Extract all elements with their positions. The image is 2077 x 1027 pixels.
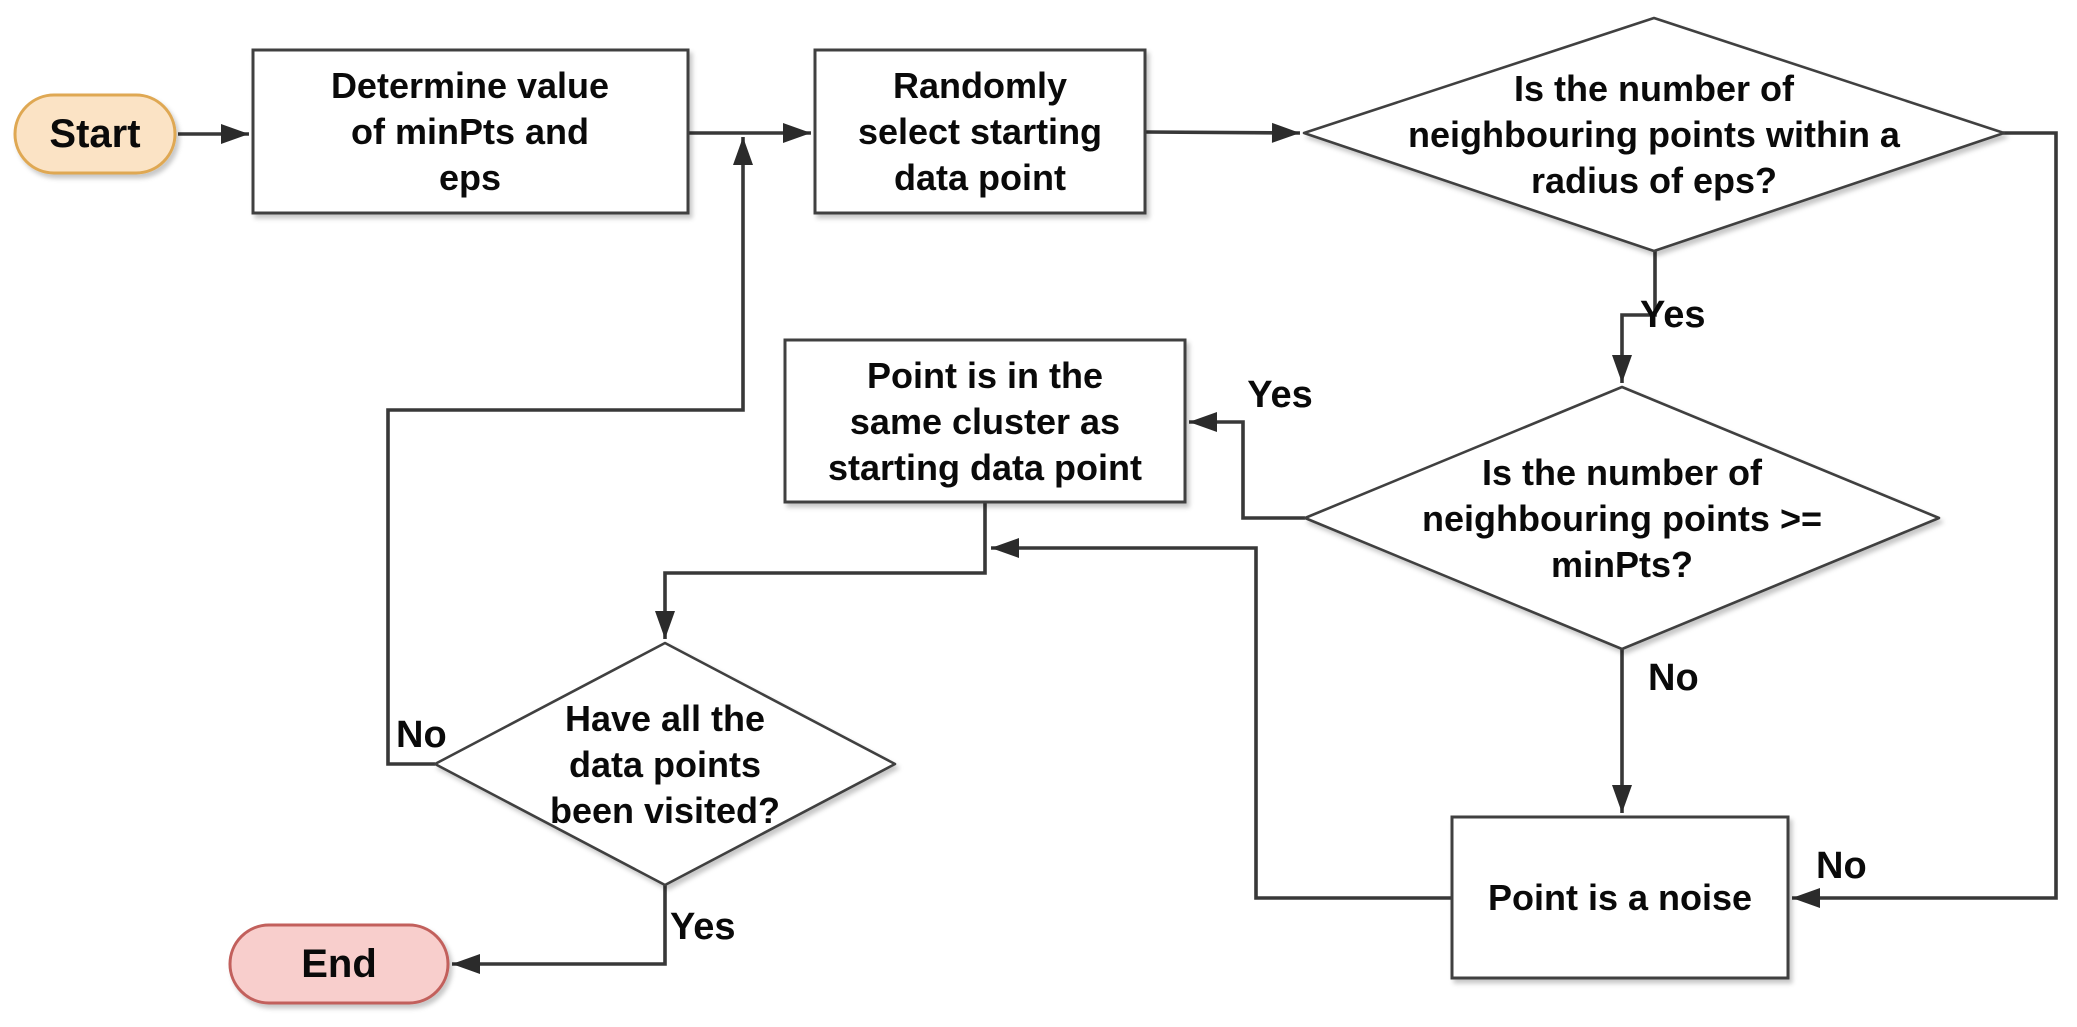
edge-eps-yes-to-minpts-decision <box>1612 251 1657 383</box>
minpts-decision-label: Is the number of neighbouring points >= … <box>1422 452 1822 585</box>
determine-params-box <box>251 48 690 215</box>
svg-text:minPts?: minPts? <box>1551 544 1693 585</box>
svg-text:neighbouring points >=: neighbouring points >= <box>1422 498 1822 539</box>
edge-label-minpts-yes: Yes <box>1247 374 1313 416</box>
svg-text:Determine value: Determine value <box>331 65 609 106</box>
svg-text:Have all the: Have all the <box>565 698 765 739</box>
eps-radius-decision-diamond <box>1302 16 2006 253</box>
edge-minpts-yes-to-same-cluster <box>1189 412 1305 520</box>
svg-text:data point: data point <box>894 157 1066 198</box>
edge-label-visited-yes: Yes <box>670 906 736 948</box>
same-cluster-label: Point is in the same cluster as starting… <box>828 355 1142 488</box>
random-select-box <box>813 48 1147 215</box>
edge-label-eps-no: No <box>1816 845 1867 887</box>
svg-text:of minPts and: of minPts and <box>351 111 589 152</box>
start-node <box>13 93 177 175</box>
svg-text:Randomly: Randomly <box>893 65 1067 106</box>
minpts-decision-diamond <box>1303 385 1941 651</box>
determine-params-label: Determine value of minPts and eps <box>331 65 609 198</box>
eps-radius-decision-label: Is the number of neighbouring points wit… <box>1408 68 1901 201</box>
edges-layer <box>178 122 2058 974</box>
svg-text:Point is in the: Point is in the <box>867 355 1103 396</box>
nodes-layer <box>13 16 2006 1005</box>
svg-text:neighbouring points within a: neighbouring points within a <box>1408 114 1901 155</box>
node-text-layer: Start Determine value of minPts and eps … <box>49 65 1901 986</box>
start-label: Start <box>49 112 140 156</box>
svg-text:Is the number of: Is the number of <box>1482 452 1763 493</box>
svg-text:eps: eps <box>439 157 501 198</box>
svg-text:starting data point: starting data point <box>828 447 1142 488</box>
edge-label-visited-no: No <box>396 714 447 756</box>
edge-label-eps-yes: Yes <box>1640 294 1706 336</box>
edge-same-cluster-to-visited-decision <box>655 502 987 639</box>
edge-eps-no-to-noise <box>1792 131 2058 908</box>
edge-label-minpts-no: No <box>1648 657 1699 699</box>
svg-text:data points: data points <box>569 744 761 785</box>
edge-labels-layer: Yes No Yes No No Yes <box>396 294 1867 948</box>
svg-text:select starting: select starting <box>858 111 1102 152</box>
svg-text:radius of eps?: radius of eps? <box>1531 160 1777 201</box>
visited-decision-diamond <box>433 641 897 887</box>
noise-label: Point is a noise <box>1488 877 1752 918</box>
svg-text:been visited?: been visited? <box>550 790 780 831</box>
random-select-label: Randomly select starting data point <box>858 65 1102 198</box>
end-label: End <box>301 942 377 986</box>
svg-text:same cluster as: same cluster as <box>850 401 1120 442</box>
svg-text:Is the number of: Is the number of <box>1514 68 1795 109</box>
edge-visited-no-feedback <box>386 137 753 766</box>
edge-visited-yes-to-end <box>452 885 667 974</box>
edge-noise-return-junction <box>991 538 1452 900</box>
noise-box <box>1450 815 1790 980</box>
same-cluster-box <box>783 338 1187 504</box>
end-node <box>228 923 450 1005</box>
visited-decision-label: Have all the data points been visited? <box>550 698 780 831</box>
edge-random-to-eps-decision <box>1144 122 1301 143</box>
